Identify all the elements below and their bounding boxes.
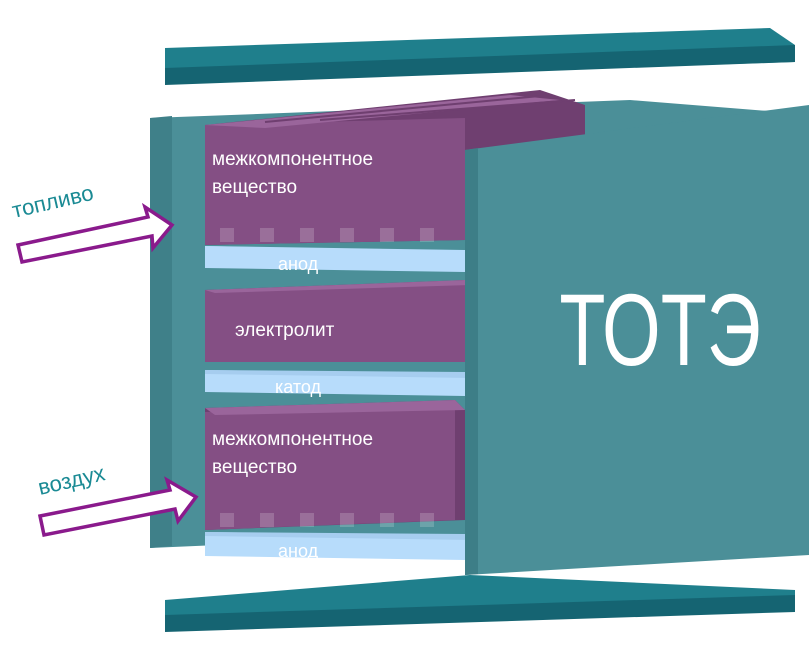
fuel-arrow: топливо [10, 180, 175, 265]
bottom-plate [165, 575, 795, 632]
fuel-label: топливо [10, 180, 96, 223]
interconnect-bottom: межкомпонентное вещество [205, 400, 465, 530]
front-panel: ТОТЭ [465, 105, 809, 575]
anode-bottom-label: анод [278, 541, 319, 561]
interconnect-bottom-line1: межкомпонентное [212, 429, 373, 450]
anode-top: анод [205, 246, 472, 274]
top-plate [165, 28, 795, 85]
air-label: воздух [36, 460, 108, 500]
interconnect-top-line2: вещество [212, 177, 297, 198]
electrolyte: электролит [205, 280, 470, 362]
interconnect-bottom-line2: вещество [212, 457, 297, 478]
interconnect-top-line1: межкомпонентное [212, 149, 373, 170]
cathode-label: катод [275, 377, 322, 397]
interconnect-bottom-label: межкомпонентное вещество [212, 429, 378, 478]
title-label: ТОТЭ [559, 274, 761, 388]
anode-bottom: анод [205, 532, 470, 561]
air-arrow-icon [37, 476, 199, 538]
interconnect-top: межкомпонентное вещество [205, 90, 585, 245]
electrolyte-label: электролит [235, 320, 335, 341]
fuel-arrow-icon [15, 202, 175, 265]
anode-top-label: анод [278, 254, 319, 274]
interconnect-top-label: межкомпонентное вещество [212, 149, 378, 198]
cathode: катод [205, 370, 470, 397]
